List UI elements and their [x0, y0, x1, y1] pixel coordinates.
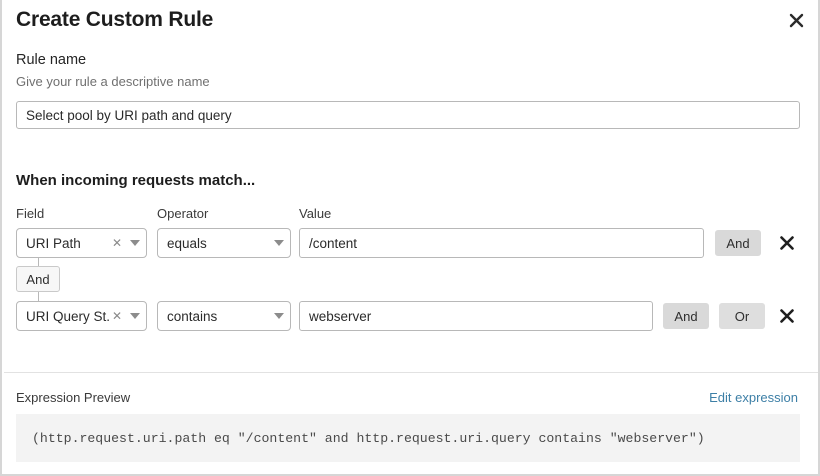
- rule-name-label: Rule name: [16, 52, 87, 68]
- delete-icon: [780, 309, 794, 323]
- condition-row: URI Query St... ✕ contains And Or: [2, 301, 818, 331]
- operator-select-value-row-2: contains: [167, 308, 218, 324]
- column-header-value: Value: [299, 206, 332, 221]
- operator-select-row-1[interactable]: equals: [157, 228, 291, 258]
- clear-icon[interactable]: ✕: [111, 309, 123, 323]
- field-select-value-row-1: URI Path: [26, 235, 81, 251]
- chevron-down-icon[interactable]: [268, 240, 290, 246]
- clear-icon[interactable]: ✕: [111, 236, 123, 250]
- and-button-row-2[interactable]: And: [663, 303, 709, 329]
- conditions-heading: When incoming requests match...: [16, 172, 256, 189]
- edit-expression-link[interactable]: Edit expression: [709, 390, 798, 405]
- column-header-operator: Operator: [157, 206, 209, 221]
- condition-connector: And: [16, 258, 76, 302]
- close-icon: [789, 13, 803, 27]
- column-header-field: Field: [16, 206, 45, 221]
- operator-select-row-2[interactable]: contains: [157, 301, 291, 331]
- expression-preview-box: (http.request.uri.path eq "/content" and…: [16, 414, 800, 462]
- and-button-row-1[interactable]: And: [715, 230, 761, 256]
- value-input-row-2[interactable]: [299, 301, 653, 331]
- chevron-down-icon[interactable]: [268, 313, 290, 319]
- or-button-row-2[interactable]: Or: [719, 303, 765, 329]
- delete-condition-button-row-1[interactable]: [774, 228, 800, 258]
- delete-condition-button-row-2[interactable]: [774, 301, 800, 331]
- condition-row: URI Path ✕ equals And: [2, 228, 818, 258]
- page-title: Create Custom Rule: [16, 8, 214, 31]
- rule-name-description: Give your rule a descriptive name: [16, 74, 210, 89]
- field-select-value-row-2: URI Query St...: [26, 308, 110, 324]
- expression-preview-text: (http.request.uri.path eq "/content" and…: [32, 430, 705, 446]
- field-select-row-1[interactable]: URI Path ✕: [16, 228, 147, 258]
- value-input-row-1[interactable]: [299, 228, 704, 258]
- delete-icon: [780, 236, 794, 250]
- chevron-down-icon[interactable]: [124, 240, 146, 246]
- expression-preview-label: Expression Preview: [16, 390, 131, 405]
- close-button[interactable]: [782, 6, 810, 34]
- chevron-down-icon[interactable]: [124, 313, 146, 319]
- connector-and-chip[interactable]: And: [16, 266, 60, 292]
- section-divider: [4, 372, 818, 373]
- operator-select-value-row-1: equals: [167, 235, 207, 251]
- field-select-row-2[interactable]: URI Query St... ✕: [16, 301, 147, 331]
- rule-name-input[interactable]: [16, 101, 800, 129]
